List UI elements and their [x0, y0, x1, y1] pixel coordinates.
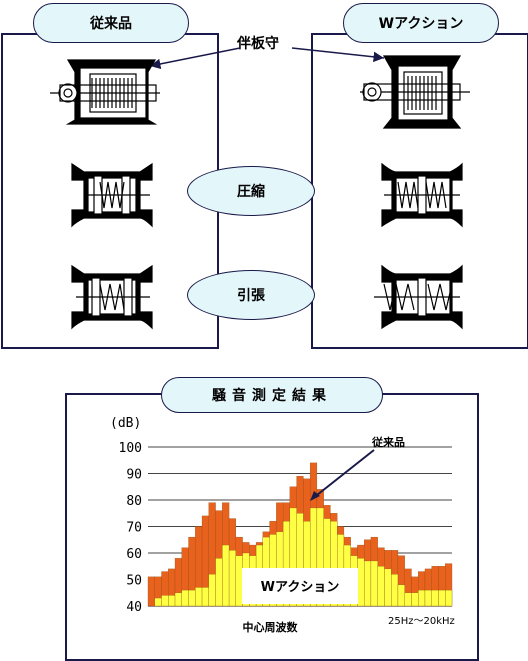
bar-w_action-44 — [445, 589, 453, 607]
guard-plate-arrow-left — [149, 47, 241, 70]
bar-w_action-36 — [391, 574, 399, 607]
bar-w_action-4 — [174, 592, 182, 607]
chart-title: 騒音測定結果 — [161, 377, 383, 413]
annotation-w-action: Wアクション — [261, 580, 340, 595]
bar-w_action-39 — [411, 592, 419, 607]
x-range-note: 25Hz～20kHz — [388, 616, 455, 627]
bar-w_action-13 — [235, 555, 243, 607]
w-action-title: Wアクション — [343, 3, 499, 43]
y-tick-100: 100 — [119, 441, 142, 456]
tension-label: 引張 — [187, 270, 315, 320]
bar-w_action-12 — [228, 550, 236, 607]
bar-w_action-1 — [154, 597, 162, 607]
conventional-tension-drawing — [71, 264, 153, 330]
bar-w_action-7 — [195, 587, 203, 607]
annotation-arrow — [311, 449, 375, 500]
bar-w_action-11 — [222, 544, 230, 607]
bar-w_action-8 — [201, 587, 209, 607]
y-axis-label: (dB) — [110, 416, 141, 431]
guard-plate-arrow-right — [291, 47, 385, 63]
y-tick-40: 40 — [126, 600, 142, 615]
bar-w_action-31 — [357, 558, 365, 607]
mechanism-drawings — [50, 47, 470, 330]
bar-w_action-32 — [364, 560, 372, 607]
bar-w_action-5 — [181, 589, 189, 607]
annotation-w-action-box — [242, 568, 358, 604]
y-tick-90: 90 — [126, 468, 142, 483]
y-tick-50: 50 — [126, 574, 142, 589]
bar-w_action-38 — [404, 592, 412, 607]
y-tick-60: 60 — [126, 547, 142, 562]
annotation-conventional: 従来品 — [371, 435, 405, 449]
w-action-assembly-drawing — [360, 55, 470, 129]
bar-w_action-9 — [208, 574, 216, 607]
bar-w_action-10 — [215, 558, 223, 607]
bar-w_action-34 — [377, 566, 385, 607]
conventional-title: 従来品 — [33, 3, 189, 43]
x-axis-label: 中心周波数 — [243, 620, 299, 634]
guard-plate-label: 伴板守 — [237, 36, 279, 52]
bar-w_action-6 — [188, 589, 196, 607]
bar-w_action-33 — [370, 560, 378, 607]
y-tick-70: 70 — [126, 521, 142, 536]
bar-w_action-37 — [397, 584, 405, 607]
conventional-compression-drawing — [71, 162, 153, 228]
compression-label: 圧縮 — [187, 166, 315, 216]
w-action-compression-drawing — [381, 162, 463, 228]
bar-w_action-40 — [418, 589, 426, 607]
bar-w_action-42 — [431, 589, 439, 607]
w-action-tension-drawing — [374, 264, 463, 330]
bar-w_action-43 — [438, 589, 446, 607]
bar-w_action-41 — [424, 589, 432, 607]
annotation-arrow-head — [310, 491, 320, 501]
bar-conventional-0 — [147, 576, 155, 607]
y-tick-80: 80 — [126, 494, 142, 509]
conventional-assembly-drawing — [50, 59, 160, 125]
bar-w_action-35 — [384, 568, 392, 607]
bar-w_action-3 — [168, 595, 176, 607]
bar-w_action-2 — [161, 595, 169, 607]
